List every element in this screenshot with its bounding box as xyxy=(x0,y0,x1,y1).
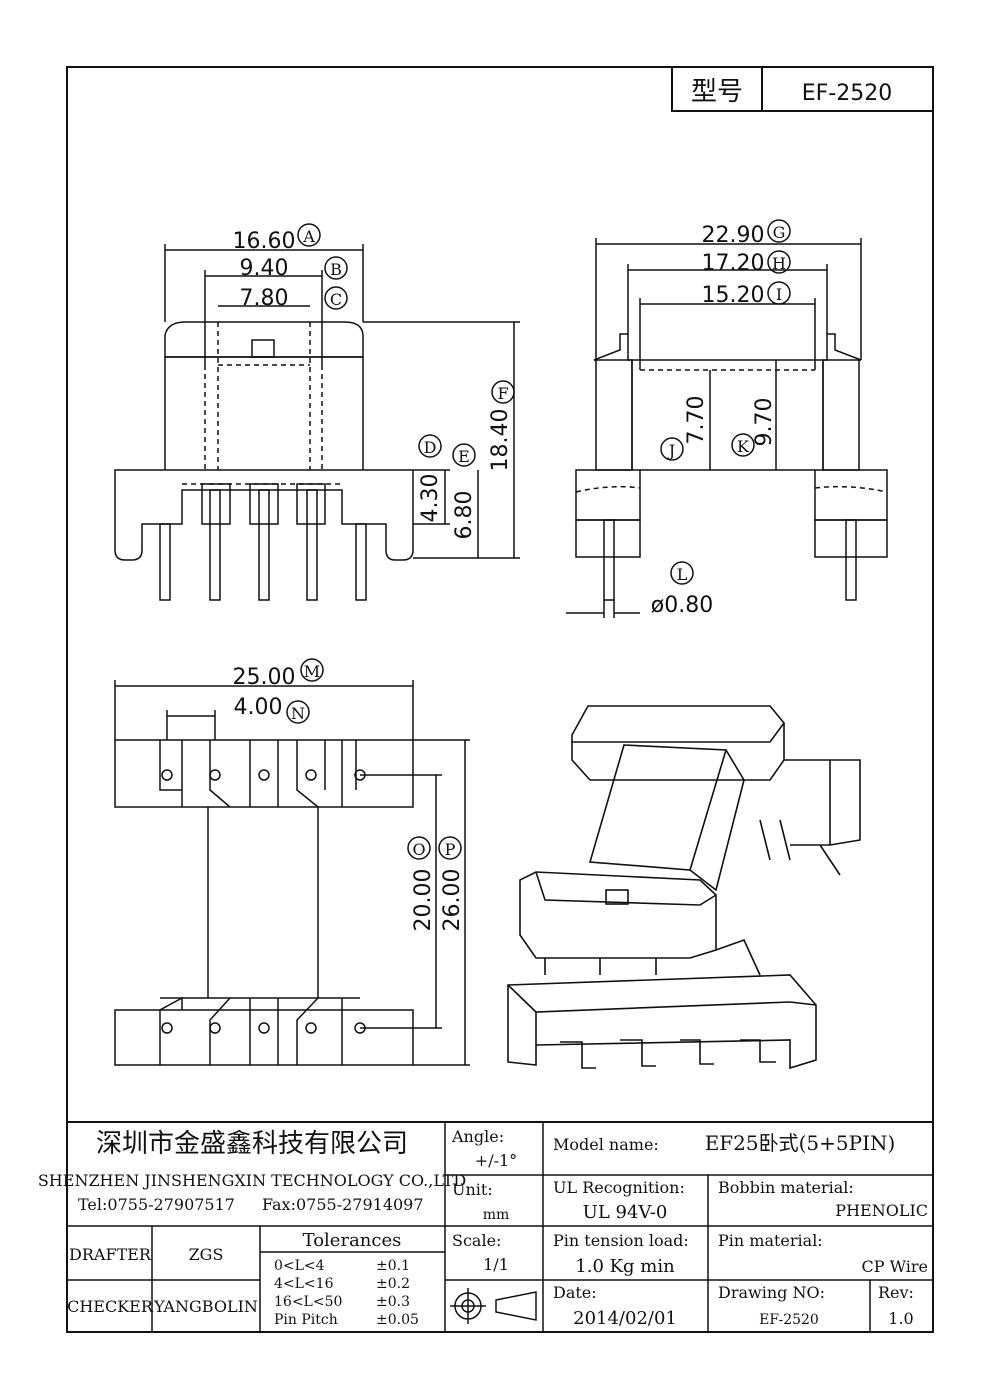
ul-label: UL Recognition: xyxy=(553,1178,685,1197)
dim-j: 7.70 xyxy=(684,396,709,445)
checker-label: CHECKER xyxy=(67,1297,154,1316)
tolerance-value: ±0.2 xyxy=(376,1276,410,1292)
bobbin-material-value: PHENOLIC xyxy=(835,1201,928,1220)
dim-i: 15.20 xyxy=(702,283,765,308)
tolerances-title: Tolerances xyxy=(303,1230,402,1251)
tag-l: L xyxy=(677,565,688,584)
model-box-value: EF-2520 xyxy=(802,81,892,106)
tag-g: G xyxy=(773,223,786,242)
tag-e: E xyxy=(458,447,470,466)
dim-m: 25.00 xyxy=(233,665,296,690)
tag-m: M xyxy=(304,662,320,681)
tag-h: H xyxy=(772,254,786,273)
model-box: 型号 EF-2520 xyxy=(671,66,934,112)
bottom-view: 25.00 M 4.00 N O P 20.00 26.00 xyxy=(114,658,470,1066)
tolerance-value: ±0.1 xyxy=(376,1258,410,1274)
unit-label: Unit: xyxy=(452,1180,493,1199)
isometric-view xyxy=(507,705,861,1070)
model-name-label: Model name: xyxy=(553,1135,659,1154)
ul-value: UL 94V-0 xyxy=(583,1202,668,1223)
drawing-no-value: EF-2520 xyxy=(759,1312,819,1328)
sheet-border xyxy=(66,66,934,1333)
dim-k: 9.70 xyxy=(752,398,777,447)
dim-l: ø0.80 xyxy=(651,593,713,618)
pin-material-value: CP Wire xyxy=(862,1257,929,1276)
tolerance-value: ±0.3 xyxy=(376,1294,410,1310)
tag-p: P xyxy=(445,840,456,859)
pin-material-label: Pin material: xyxy=(718,1231,823,1250)
dim-d: 4.30 xyxy=(418,474,443,523)
tag-f: F xyxy=(497,384,508,403)
tag-a: A xyxy=(302,227,315,246)
tolerance-range: 0<L<4 xyxy=(274,1258,325,1274)
rev-label: Rev: xyxy=(878,1283,914,1302)
dim-a: 16.60 xyxy=(233,229,296,254)
drafter-name: ZGS xyxy=(189,1245,224,1264)
company-name-en: SHENZHEN JINSHENGXIN TECHNOLOGY CO.,LTD xyxy=(38,1171,466,1190)
tolerance-value: ±0.05 xyxy=(376,1312,419,1328)
dim-c: 7.80 xyxy=(240,286,289,311)
tag-k: K xyxy=(737,437,750,456)
title-block: 深圳市金盛鑫科技有限公司 SHENZHEN JINSHENGXIN TECHNO… xyxy=(38,1121,933,1332)
dim-n: 4.00 xyxy=(234,695,283,720)
tag-n: N xyxy=(291,704,305,723)
side-view: 22.90 G 17.20 H 15.20 I 7.70 J 9.70 K L … xyxy=(566,219,888,618)
checker-name: YANGBOLIN xyxy=(153,1297,258,1316)
tolerance-range: Pin Pitch xyxy=(274,1312,338,1328)
date-value: 2014/02/01 xyxy=(573,1308,677,1329)
dim-b: 9.40 xyxy=(240,256,289,281)
date-label: Date: xyxy=(553,1283,597,1302)
dim-h: 17.20 xyxy=(702,251,765,276)
company-tel: Tel:0755-27907517 xyxy=(78,1195,235,1214)
projection-symbol xyxy=(450,1288,537,1324)
scale-value: 1/1 xyxy=(483,1255,509,1274)
drafter-label: DRAFTER xyxy=(69,1245,152,1264)
tag-c: C xyxy=(330,290,342,309)
dim-e: 6.80 xyxy=(452,491,477,540)
rev-value: 1.0 xyxy=(888,1309,913,1328)
scale-label: Scale: xyxy=(452,1231,501,1250)
dim-g: 22.90 xyxy=(702,223,765,248)
unit-value: mm xyxy=(483,1207,510,1223)
dim-p: 26.00 xyxy=(440,869,465,932)
dim-o: 20.00 xyxy=(411,869,436,932)
tag-d: D xyxy=(424,438,437,457)
model-name-value: EF25卧式(5+5PIN) xyxy=(705,1131,896,1155)
company-fax: Fax:0755-27914097 xyxy=(262,1195,424,1214)
angle-label: Angle: xyxy=(451,1127,504,1146)
dim-f: 18.40 xyxy=(488,409,513,472)
angle-value: +/-1° xyxy=(475,1151,517,1170)
tag-b: B xyxy=(330,260,342,279)
pin-tension-value: 1.0 Kg min xyxy=(575,1256,675,1277)
drawing-no-label: Drawing NO: xyxy=(718,1283,825,1302)
tag-j: J xyxy=(667,441,675,460)
tag-o: O xyxy=(412,840,425,859)
bobbin-material-label: Bobbin material: xyxy=(718,1178,854,1197)
tolerance-range: 16<L<50 xyxy=(274,1294,342,1310)
front-view: 16.60 A 9.40 B 7.80 C 4.30 D 6.80 E 18.4… xyxy=(114,223,520,601)
tolerance-range: 4<L<16 xyxy=(274,1276,334,1292)
tag-i: I xyxy=(776,285,782,304)
pin-tension-label: Pin tension load: xyxy=(553,1231,689,1250)
company-name-cn: 深圳市金盛鑫科技有限公司 xyxy=(96,1129,408,1159)
model-box-label: 型号 xyxy=(691,77,743,107)
